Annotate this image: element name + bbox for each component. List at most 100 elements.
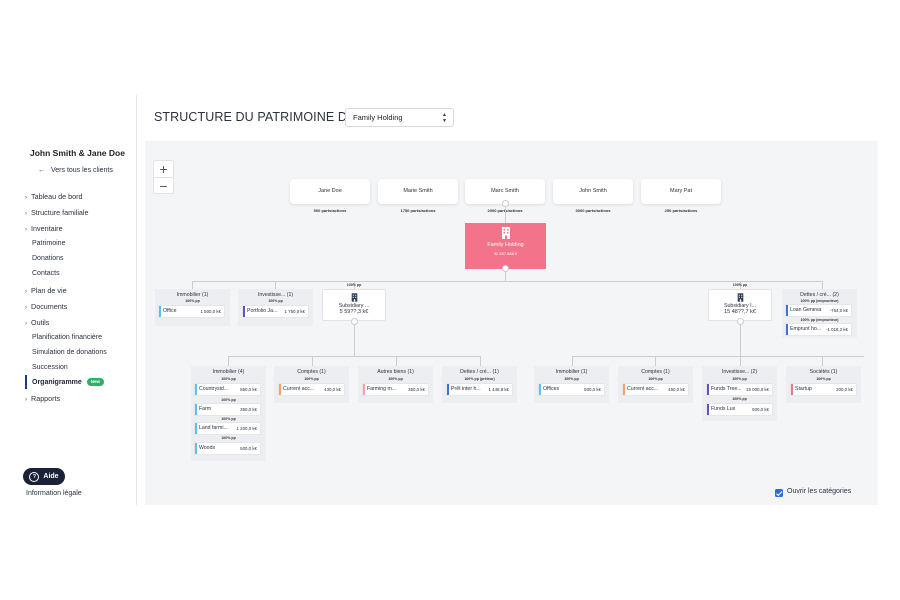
asset-card[interactable]: Emprunt ho... -1 018,2 k€ xyxy=(785,323,852,336)
connector-line xyxy=(228,356,480,357)
category-title: Dettes / cré... (2) xyxy=(800,292,839,298)
open-categories-label[interactable]: Ouvrir les catégories xyxy=(787,488,852,495)
ownership-pct: 100% pp (prêteur) xyxy=(464,377,495,381)
asset-card[interactable]: Countrysid... 850,0 k€ xyxy=(194,383,261,396)
chevron-down-icon: › xyxy=(25,321,27,327)
zoom-out-button[interactable]: − xyxy=(159,178,168,194)
category-title: Autres biens (1) xyxy=(377,369,414,375)
open-categories-checkbox[interactable] xyxy=(775,489,783,497)
asset-card[interactable]: Farming m... 350,0 k€ xyxy=(362,383,429,396)
ownership-pct: 100% pp xyxy=(268,299,283,303)
sidebar-item-label: Documents xyxy=(31,302,68,311)
arrow-left-icon: ← xyxy=(38,167,45,174)
sidebar-item-succession[interactable]: Succession xyxy=(32,364,68,371)
building-icon xyxy=(737,293,743,302)
sidebar-item-contacts[interactable]: Contacts xyxy=(32,270,60,277)
zoom-in-button[interactable]: + xyxy=(159,161,168,177)
connector-line xyxy=(505,271,506,281)
connector-line xyxy=(740,324,741,356)
sidebar-item-life-plan[interactable]: › Plan de vie xyxy=(25,286,67,295)
connector-line xyxy=(480,356,481,366)
asset-value: 1 200,0 k€ xyxy=(236,426,257,431)
category-title: Investisse... (1) xyxy=(257,292,294,298)
help-button[interactable]: ?Aide xyxy=(23,468,65,485)
asset-card[interactable]: Prêt inter h... 1 448,8 k€ xyxy=(446,383,513,396)
asset-value: 1 500,0 k€ xyxy=(200,309,221,314)
sidebar-item-reports[interactable]: ›Rapports xyxy=(25,394,60,403)
asset-card[interactable]: Land farmi... 1 200,0 k€ xyxy=(194,422,261,435)
connector-line xyxy=(505,205,506,223)
sidebar-item-donation-simulation[interactable]: Simulation de donations xyxy=(32,349,107,356)
asset-type-stripe xyxy=(195,423,197,434)
category-title: Immobilier (1) xyxy=(555,369,588,375)
shareholder-parts: 3000 parts/actions xyxy=(575,208,611,213)
sidebar-item-label: Rapports xyxy=(31,394,61,403)
shareholder-card[interactable]: Jane Doe xyxy=(290,179,370,204)
sidebar-item-financial-planning[interactable]: Planification financière xyxy=(32,334,103,341)
subsidiary-node[interactable]: Subsidiary ... 5 59??,3 k€ xyxy=(322,289,386,321)
asset-card[interactable]: Offices 500,0 k€ xyxy=(538,383,605,396)
category-title: Immobilier (1) xyxy=(176,292,209,298)
connector-line xyxy=(655,356,656,366)
active-indicator xyxy=(25,375,27,389)
asset-type-stripe xyxy=(786,324,788,335)
shareholder-card[interactable]: John Smith xyxy=(553,179,633,204)
ownership-pct: 100% pp xyxy=(221,398,236,402)
asset-card[interactable]: Woods 500,0 k€ xyxy=(194,442,261,455)
sidebar-item-inventory[interactable]: › Inventaire xyxy=(25,224,63,233)
sidebar-item-label: Organigramme xyxy=(32,378,82,386)
asset-type-stripe xyxy=(363,384,365,395)
asset-card[interactable]: Current acc... 450,0 k€ xyxy=(622,383,689,396)
asset-value: 1 448,8 k€ xyxy=(488,387,509,392)
chevron-right-icon: › xyxy=(25,211,27,217)
sidebar-item-label: Inventaire xyxy=(31,224,63,233)
sidebar-item-label: Plan de vie xyxy=(31,286,67,295)
back-to-clients-link[interactable]: ←Vers tous les clients xyxy=(38,167,113,174)
asset-card[interactable]: Office 1 500,0 k€ xyxy=(158,305,225,318)
ownership-pct: 100% pp xyxy=(816,377,831,381)
sidebar-item-assets[interactable]: Patrimoine xyxy=(32,240,66,247)
sidebar-item-donations[interactable]: Donations xyxy=(32,255,64,262)
chevron-updown-icon: ▲▼ xyxy=(442,112,447,124)
shareholder-card[interactable]: Marie Smith xyxy=(378,179,458,204)
holding-node[interactable]: Family Holding 32 557 886 € xyxy=(465,223,546,269)
shareholder-parts: 250 parts/actions xyxy=(664,208,698,213)
asset-card[interactable]: Loan Geneva -764,0 k€ xyxy=(785,304,852,317)
sidebar-item-documents[interactable]: ›Documents xyxy=(25,302,67,311)
asset-value: 15 000,0 k€ xyxy=(746,387,769,392)
subsidiary-node[interactable]: Subsidiary I... 15 48??,7 k€ xyxy=(708,289,772,321)
asset-name: Prêt inter h... xyxy=(451,386,481,392)
subsidiary-value: 15 48??,7 k€ xyxy=(724,309,756,315)
building-icon xyxy=(351,293,357,302)
connector-line xyxy=(312,356,313,366)
sidebar-item-family-structure[interactable]: ›Structure familiale xyxy=(25,208,89,217)
asset-value: 430,0 k€ xyxy=(324,387,341,392)
asset-value: 500,0 k€ xyxy=(240,446,257,451)
asset-value: 850,0 k€ xyxy=(240,387,257,392)
asset-card[interactable]: Farm 350,0 k€ xyxy=(194,403,261,416)
connector-line xyxy=(192,281,822,282)
asset-card[interactable]: Funds Tree... 15 000,0 k€ xyxy=(706,383,773,396)
legal-info-link[interactable]: Information légale xyxy=(26,490,82,497)
client-name: John Smith & Jane Doe xyxy=(30,148,125,158)
entity-select[interactable]: Family Holding ▲▼ xyxy=(345,108,454,127)
asset-card[interactable]: Funds Lux 500,0 k€ xyxy=(706,403,773,416)
chevron-right-icon: › xyxy=(25,289,27,295)
asset-name: Farm xyxy=(199,406,212,412)
connector-line xyxy=(354,324,355,356)
asset-type-stripe xyxy=(791,384,793,395)
connector-line xyxy=(822,356,823,366)
sidebar-item-tools[interactable]: ›Outils xyxy=(25,318,49,327)
asset-card[interactable]: Portfolio Ja... 1 750,0 k€ xyxy=(242,305,309,318)
sidebar-item-dashboard[interactable]: ›Tableau de bord xyxy=(25,192,83,201)
asset-card[interactable]: Current acc... 430,0 k€ xyxy=(278,383,345,396)
shareholder-card[interactable]: Marc Smith xyxy=(465,179,545,204)
shareholder-card[interactable]: Mary Pat xyxy=(641,179,721,204)
sidebar xyxy=(0,95,137,505)
connector-line xyxy=(822,281,823,289)
asset-name: Offices xyxy=(543,386,560,392)
chevron-down-icon: › xyxy=(25,227,27,233)
asset-card[interactable]: Startup 200,0 k€ xyxy=(790,383,857,396)
help-label: Aide xyxy=(43,473,59,480)
